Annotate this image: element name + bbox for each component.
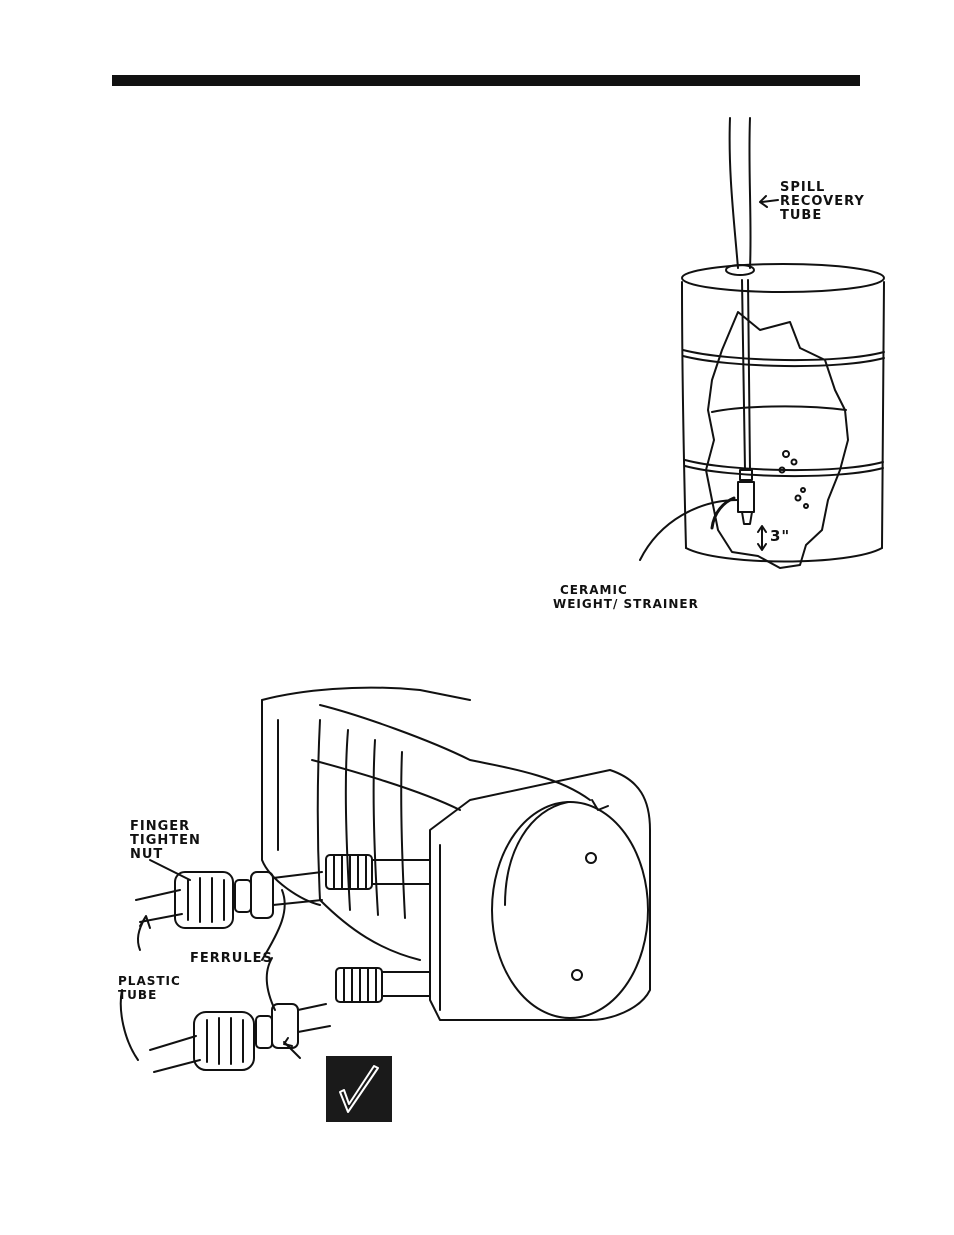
measurement-label: 3" [770,527,790,545]
finger-label-3: NUT [130,847,163,862]
drum-illustration [640,118,884,568]
ceramic-label-2: WEIGHT/ STRAINER [553,597,699,611]
pump-illustration [121,688,650,1072]
finger-label-1: FINGER [130,819,190,834]
plastic-label-2: TUBE [118,988,157,1002]
checkmark-icon [326,1056,392,1122]
finger-label-2: TIGHTEN [130,833,201,848]
plastic-label-1: PLASTIC [118,974,181,988]
spill-label-2: RECOVERY [780,194,865,209]
spill-label-3: TUBE [780,208,822,223]
ferrules-label: FERRULES [190,951,273,966]
spill-label-1: SPILL [780,180,825,195]
checkmark-box [326,1056,392,1122]
ceramic-label-1: CERAMIC [560,583,628,597]
